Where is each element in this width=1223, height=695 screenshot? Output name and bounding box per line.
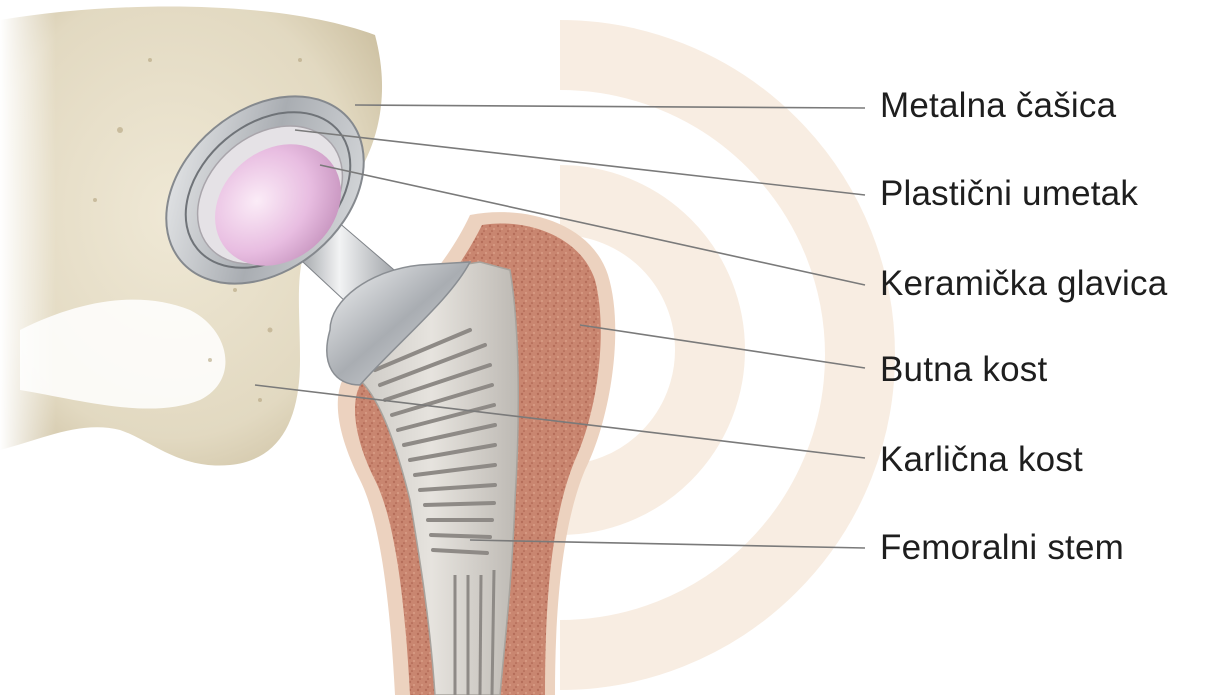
label-femoral-stem: Femoralni stem (880, 528, 1124, 568)
label-femur: Butna kost (880, 350, 1047, 390)
label-ceramic-head: Keramička glavica (880, 264, 1167, 304)
leader-metal-cup (355, 105, 865, 108)
label-plastic-liner: Plastični umetak (880, 174, 1138, 214)
label-metal-cup: Metalna čašica (880, 86, 1116, 126)
label-pelvis: Karlična kost (880, 440, 1083, 480)
